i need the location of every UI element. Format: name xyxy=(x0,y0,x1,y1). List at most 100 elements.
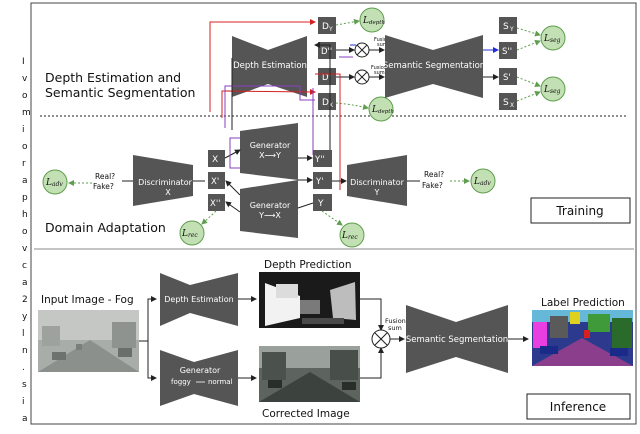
side-letter: a xyxy=(22,176,28,186)
svg-text:X: X xyxy=(510,102,514,109)
generator-yx-block xyxy=(240,180,298,238)
svg-text:Y': Y' xyxy=(315,177,324,187)
discriminator-x-block xyxy=(133,155,193,206)
svg-text:rec: rec xyxy=(348,234,358,241)
inf-normal-label: normal xyxy=(208,378,233,386)
generator-yx-sub: Y⟶X xyxy=(258,211,281,220)
fusion-sum-top-1 xyxy=(354,42,370,58)
y-box: Y xyxy=(313,194,332,211)
svg-text:Y: Y xyxy=(317,199,324,209)
discriminator-x-sub: X xyxy=(165,188,171,197)
fusion-label-top-2: Fusion xyxy=(371,65,387,71)
inf-seg-encoder xyxy=(406,305,456,373)
side-letter: I xyxy=(22,57,25,67)
svg-text:L: L xyxy=(362,16,369,26)
generator-yx-label: Generator xyxy=(250,201,291,210)
side-letter: p xyxy=(22,193,28,203)
side-letter: s xyxy=(22,380,27,390)
seg-bottleneck xyxy=(426,50,440,84)
section-title-line1: Depth Estimation and xyxy=(45,70,181,85)
inf-gen-decoder xyxy=(194,350,238,406)
training-badge xyxy=(530,197,631,224)
label-prediction-label: Label Prediction xyxy=(541,297,625,309)
fusion-label-top-1: Fusion xyxy=(374,37,390,43)
svg-text:D: D xyxy=(322,98,329,108)
sum-label-top-2: sum xyxy=(374,70,385,76)
side-letter: a xyxy=(22,414,28,424)
side-letter: 2 xyxy=(22,295,28,305)
depth-output-dy: D Y xyxy=(318,17,336,34)
semantic-segmentation-label: Semantic Segmentation xyxy=(383,61,485,71)
svg-text:L: L xyxy=(45,178,52,188)
side-letter: c xyxy=(22,261,27,271)
inf-gen-encoder xyxy=(160,350,194,406)
loss-adv-right: L adv xyxy=(470,168,496,194)
inf-foggy-label: foggy xyxy=(171,378,191,386)
svg-text:D'': D'' xyxy=(321,47,332,57)
outer-frame xyxy=(30,2,637,425)
side-letter: y xyxy=(22,312,28,322)
svg-text:Y'': Y'' xyxy=(314,155,325,165)
discriminator-x-label: Discriminator xyxy=(138,178,192,187)
fusion-sum-top-2 xyxy=(354,69,370,85)
x-prime-box: X' xyxy=(208,172,225,189)
svg-text:S: S xyxy=(503,22,509,32)
depth-bottleneck xyxy=(262,50,274,84)
svg-text:D': D' xyxy=(322,73,331,83)
fake-left: Fake? xyxy=(93,182,114,191)
svg-text:L: L xyxy=(181,229,188,239)
seg-output-sy: S Y xyxy=(499,17,517,34)
side-letter: r xyxy=(22,159,26,169)
inf-fusion-sum xyxy=(371,329,391,349)
inf-depth-label: Depth Estimation xyxy=(164,295,234,304)
x-box: X xyxy=(208,150,225,167)
svg-text:depth: depth xyxy=(369,20,386,26)
loss-depth-bottom: L depth xyxy=(368,96,395,122)
side-letter: v xyxy=(22,74,28,84)
side-letter: h xyxy=(22,210,28,220)
loss-seg-bottom: L seg xyxy=(540,76,566,102)
real-left: Real? xyxy=(95,172,115,181)
inf-seg-label: Semantic Segmentation xyxy=(406,335,508,345)
inf-depth-encoder xyxy=(160,273,190,326)
discriminator-y-block xyxy=(347,155,407,206)
side-letter: o xyxy=(22,142,28,152)
depth-encoder xyxy=(232,36,268,97)
depth-prediction-label: Depth Prediction xyxy=(264,259,351,271)
depth-output-dx: D X xyxy=(318,93,336,110)
y-double-prime-box: Y'' xyxy=(313,150,332,167)
depth-output-d2: D'' xyxy=(318,42,336,59)
depth-estimation-label: Depth Estimation xyxy=(233,61,307,71)
side-letter: . xyxy=(22,363,25,373)
inference-badge-label: Inference xyxy=(550,400,606,414)
section-title-line2: Semantic Segmentation xyxy=(45,85,195,100)
svg-text:X': X' xyxy=(211,177,219,187)
inf-fusion-label: Fusion xyxy=(385,317,406,325)
fake-right: Fake? xyxy=(422,181,443,190)
side-letter: o xyxy=(22,227,28,237)
domain-adaptation-title: Domain Adaptation xyxy=(45,220,166,235)
seg-output-s1: S' xyxy=(499,68,517,85)
svg-text:L: L xyxy=(543,85,550,95)
seg-encoder xyxy=(385,35,433,98)
loss-rec-left: L rec xyxy=(179,220,205,246)
loss-depth-top: L depth xyxy=(359,7,386,33)
svg-text:adv: adv xyxy=(52,181,63,188)
svg-text:S: S xyxy=(503,98,509,108)
inf-seg-decoder xyxy=(456,305,508,373)
inf-sum-label: sum xyxy=(388,324,402,332)
depth-prediction-image xyxy=(259,272,360,328)
discriminator-y-label: Discriminator xyxy=(350,178,404,187)
x-double-prime-box: X'' xyxy=(208,194,225,211)
side-letter: a xyxy=(22,278,28,288)
svg-text:L: L xyxy=(543,34,550,44)
svg-text:rec: rec xyxy=(188,232,198,239)
label-prediction-image xyxy=(532,310,633,366)
svg-text:seg: seg xyxy=(550,88,561,95)
input-fog-image xyxy=(38,310,139,372)
inference-badge xyxy=(526,393,631,420)
side-letter: i xyxy=(22,397,25,407)
inf-depth-decoder xyxy=(190,273,238,326)
inf-gen-bottleneck xyxy=(188,362,200,394)
